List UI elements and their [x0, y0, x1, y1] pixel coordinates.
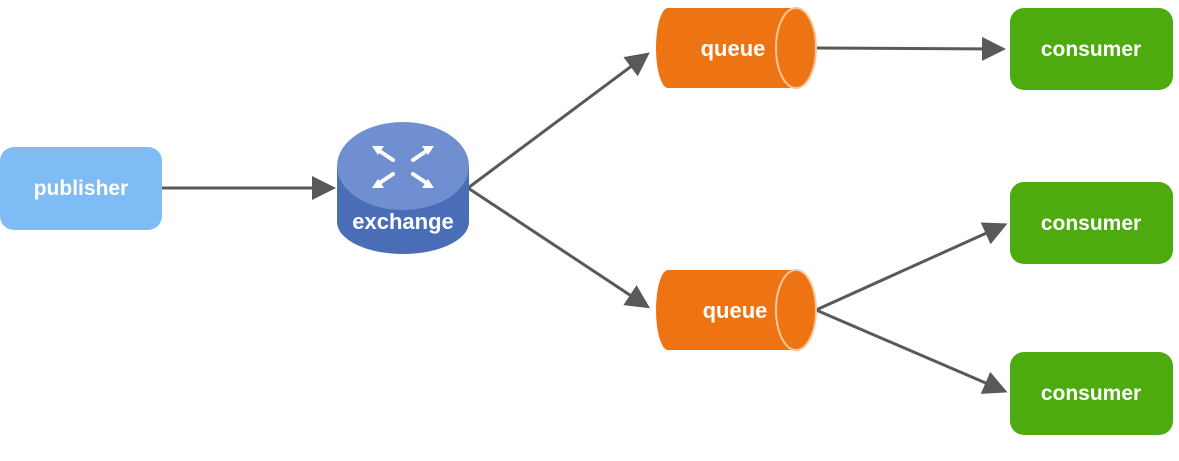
edge-queue-top-to-consumer-1	[815, 36, 1006, 61]
edges	[162, 36, 1008, 394]
edge-exchange-to-queue-top	[467, 52, 650, 190]
consumer-box-3	[1010, 352, 1173, 435]
consumer-box-1	[1010, 8, 1173, 90]
edge-queue-bottom-to-consumer-2	[815, 222, 1008, 312]
queue-top-node[interactable]: queue	[656, 7, 817, 89]
consumer-label-1: consumer	[1041, 38, 1141, 61]
queue-bottom-rim	[775, 269, 817, 351]
consumer-label-2: consumer	[1041, 212, 1141, 235]
edge-queue-bottom-to-consumer-3	[815, 308, 1008, 394]
consumer-box-2	[1010, 182, 1173, 264]
edge-exchange-to-queue-bottom	[467, 186, 651, 309]
exchange-top	[337, 122, 469, 210]
publisher-box	[0, 147, 162, 230]
queue-top-body	[656, 8, 816, 88]
queue-bottom-label: queue	[703, 298, 768, 323]
consumer-node-1[interactable]: consumer	[1010, 8, 1173, 90]
queue-bottom-body	[656, 270, 816, 350]
router-arrows-icon	[372, 146, 434, 188]
queue-top-rim	[775, 7, 817, 89]
exchange-node[interactable]: exchange	[337, 122, 469, 254]
publisher-label: publisher	[34, 177, 129, 200]
consumer-node-2[interactable]: consumer	[1010, 182, 1173, 264]
exchange-label: exchange	[352, 209, 454, 234]
publisher-node[interactable]: publisher	[0, 147, 162, 230]
queue-top-label: queue	[701, 36, 766, 61]
consumer-node-3[interactable]: consumer	[1010, 352, 1173, 435]
queue-bottom-node[interactable]: queue	[656, 269, 817, 351]
consumer-label-3: consumer	[1041, 382, 1141, 405]
